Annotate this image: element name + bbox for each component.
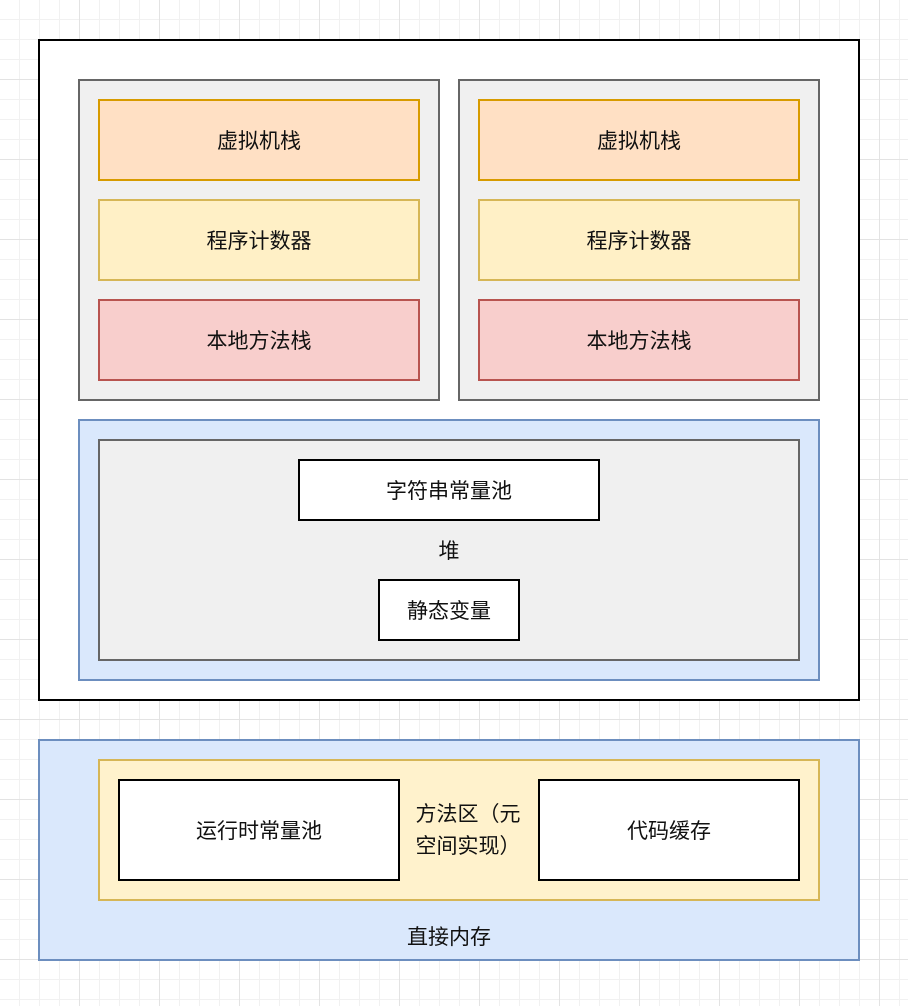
program-counter-label-2: 程序计数器 <box>586 229 692 253</box>
vm-stack-box-1[interactable]: 虚拟机栈 <box>98 99 420 181</box>
program-counter-label-1: 程序计数器 <box>206 229 312 253</box>
program-counter-box-2[interactable]: 程序计数器 <box>478 199 800 281</box>
runtime-constant-pool-label: 运行时常量池 <box>196 819 322 843</box>
static-variables-label: 静态变量 <box>407 599 491 623</box>
runtime-constant-pool-box[interactable]: 运行时常量池 <box>118 779 400 881</box>
vm-stack-label-1: 虚拟机栈 <box>217 129 301 153</box>
native-method-stack-label-1: 本地方法栈 <box>206 329 312 353</box>
direct-memory-label: 直接内存 <box>38 916 860 956</box>
code-cache-label: 代码缓存 <box>627 819 711 843</box>
vm-stack-label-2: 虚拟机栈 <box>597 129 681 153</box>
method-area-label: 方法区（元 空间实现） <box>398 790 538 870</box>
native-method-stack-box-2[interactable]: 本地方法栈 <box>478 299 800 381</box>
string-constant-pool-box[interactable]: 字符串常量池 <box>298 459 600 521</box>
native-method-stack-label-2: 本地方法栈 <box>586 329 692 353</box>
native-method-stack-box-1[interactable]: 本地方法栈 <box>98 299 420 381</box>
static-variables-box[interactable]: 静态变量 <box>378 579 520 641</box>
vm-stack-box-2[interactable]: 虚拟机栈 <box>478 99 800 181</box>
heap-label: 堆 <box>98 530 800 570</box>
direct-memory-label-text: 直接内存 <box>407 925 491 949</box>
heap-label-text: 堆 <box>438 539 460 563</box>
method-area-label-text: 方法区（元 空间实现） <box>415 802 521 858</box>
program-counter-box-1[interactable]: 程序计数器 <box>98 199 420 281</box>
code-cache-box[interactable]: 代码缓存 <box>538 779 800 881</box>
string-constant-pool-label: 字符串常量池 <box>386 479 512 503</box>
